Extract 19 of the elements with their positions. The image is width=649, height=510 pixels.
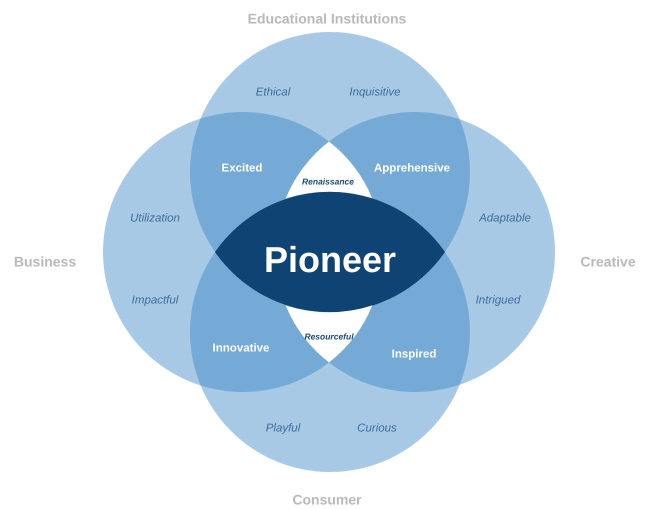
trait-label: Resourceful bbox=[304, 332, 354, 342]
overlap-label: Excited bbox=[222, 162, 262, 176]
trait-label: Impactful bbox=[132, 294, 178, 308]
circle-heading: Consumer bbox=[292, 492, 362, 508]
trait-label: Inquisitive bbox=[349, 86, 401, 100]
trait-label: Renaissance bbox=[302, 177, 354, 187]
center-title: Pioneer bbox=[264, 240, 396, 280]
trait-label: Ethical bbox=[256, 86, 290, 100]
trait-label: Intrigued bbox=[476, 294, 520, 308]
overlap-label: Inspired bbox=[392, 348, 436, 362]
circle-heading: Educational Institutions bbox=[248, 11, 406, 27]
trait-label: Adaptable bbox=[479, 212, 531, 226]
circle-heading: Creative bbox=[580, 254, 636, 270]
circle-heading: Business bbox=[14, 254, 76, 270]
trait-label: Utilization bbox=[130, 212, 180, 226]
trait-label: Playful bbox=[266, 422, 300, 436]
trait-label: Curious bbox=[357, 422, 397, 436]
overlap-label: Apprehensive bbox=[374, 162, 450, 176]
overlap-label: Innovative bbox=[212, 342, 270, 356]
